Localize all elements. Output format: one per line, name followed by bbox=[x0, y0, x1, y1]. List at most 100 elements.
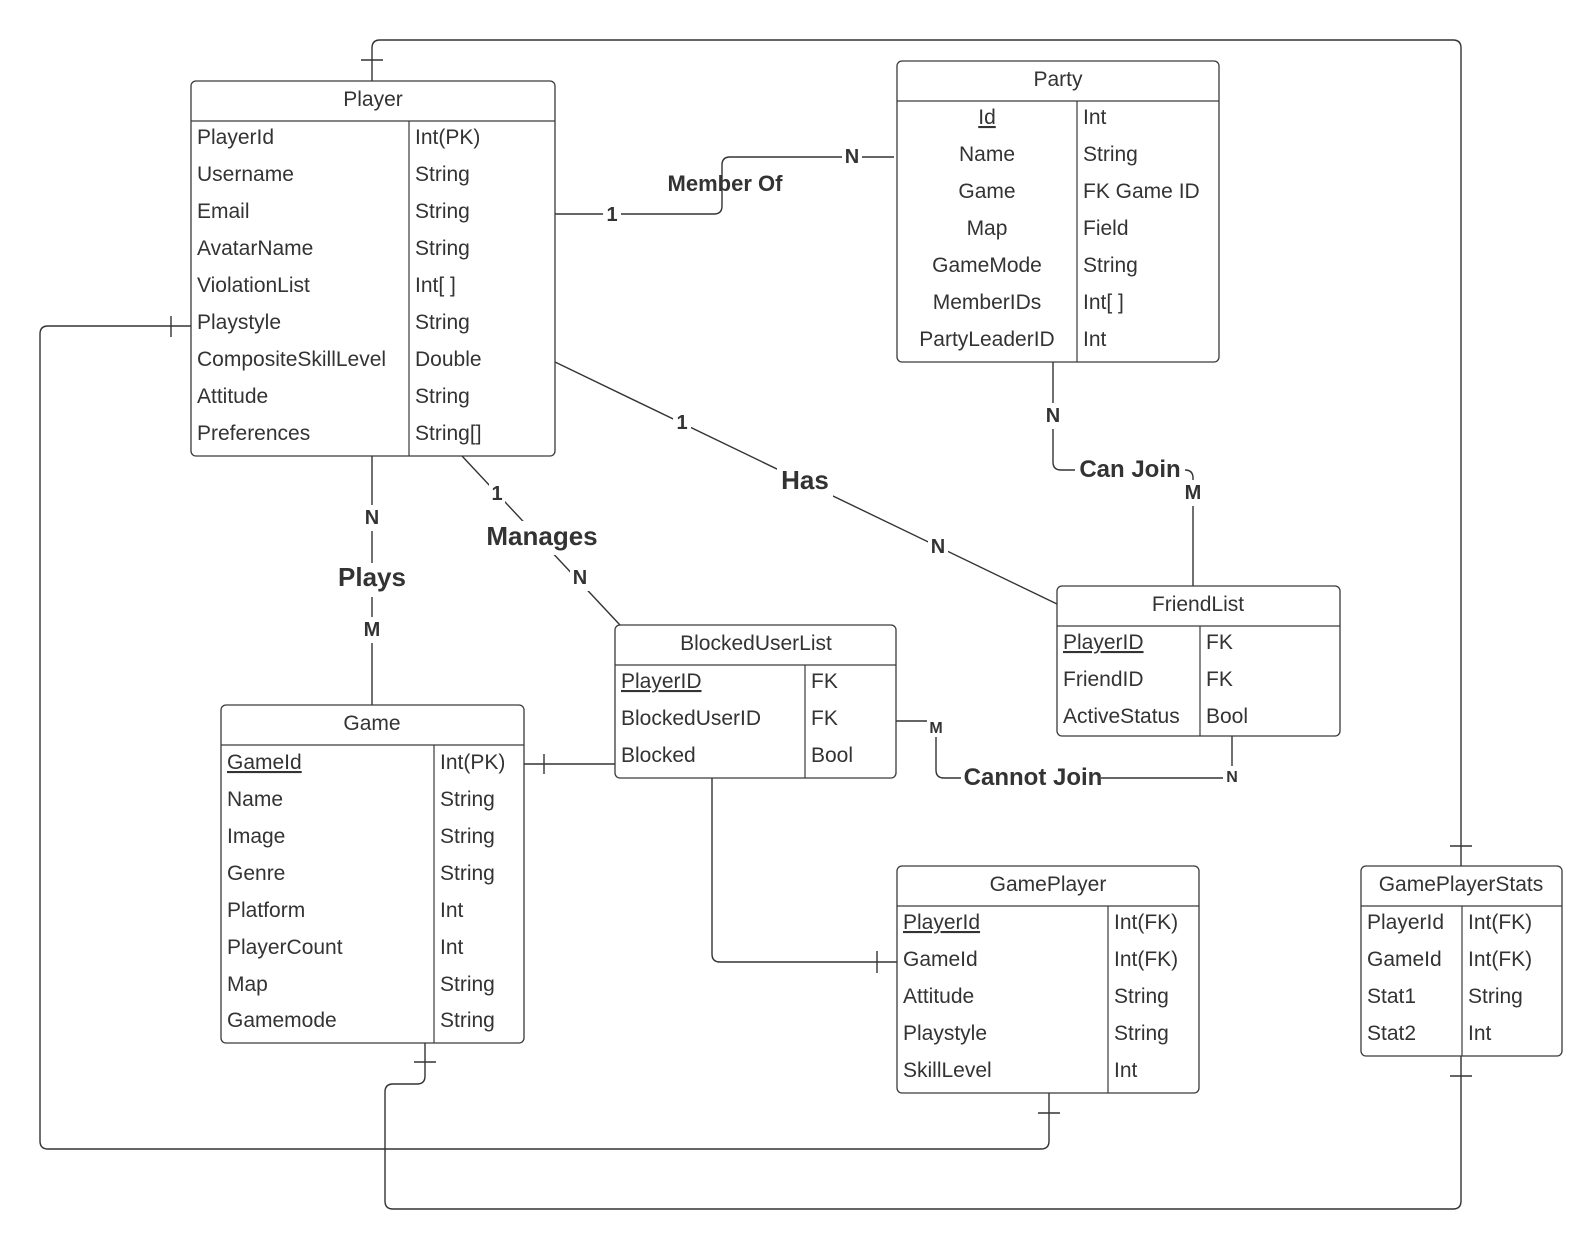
field-name: AvatarName bbox=[197, 237, 313, 260]
field-type: FK Game ID bbox=[1083, 180, 1200, 203]
relationship-labels: Member Of Has Can Join Manages Plays Can… bbox=[332, 171, 1185, 792]
field-type: Int bbox=[1083, 106, 1107, 129]
cannot-join-card-blocked: M bbox=[929, 720, 942, 737]
field-type: Int[ ] bbox=[415, 274, 456, 297]
field-name: Name bbox=[227, 788, 283, 811]
field-type: Int[ ] bbox=[1083, 291, 1124, 314]
field-name: GameId bbox=[1367, 948, 1442, 971]
field-type: Int(PK) bbox=[415, 126, 480, 149]
field-name: Name bbox=[959, 143, 1015, 166]
entity-blocked-user-list[interactable]: BlockedUserList PlayerID FK BlockedUserI… bbox=[614, 624, 897, 779]
cannot-join-label: Cannot Join bbox=[964, 764, 1103, 791]
can-join-card-friendlist: M bbox=[1185, 482, 1202, 504]
cardinalities: 1 N 1 N N M 1 N N M M N bbox=[360, 144, 1241, 786]
field-type: Int bbox=[1083, 328, 1107, 351]
field-type: Int(FK) bbox=[1468, 948, 1532, 971]
has-card-player: 1 bbox=[676, 412, 687, 434]
entity-game-player-stats-rows: PlayerId Int(FK) GameId Int(FK) Stat1 St… bbox=[1367, 911, 1532, 1045]
field-type: String bbox=[1083, 254, 1138, 277]
field-type: String bbox=[415, 200, 470, 223]
field-type: Int bbox=[440, 936, 464, 959]
plays-label: Plays bbox=[338, 562, 406, 592]
field-name: PlayerCount bbox=[227, 936, 343, 959]
field-type: String bbox=[415, 385, 470, 408]
can-join-label: Can Join bbox=[1079, 456, 1180, 483]
field-type: Int bbox=[1468, 1022, 1492, 1045]
field-type: String bbox=[440, 788, 495, 811]
field-name: PlayerID bbox=[621, 670, 702, 693]
member-of-connector bbox=[555, 156, 894, 215]
field-name: Attitude bbox=[903, 985, 974, 1008]
entity-game-player-stats[interactable]: GamePlayerStats PlayerId Int(FK) GameId … bbox=[1360, 865, 1563, 1057]
field-type: FK bbox=[811, 707, 838, 730]
field-name: ViolationList bbox=[197, 274, 310, 297]
game-stats-connector bbox=[384, 1043, 1462, 1210]
can-join-card-party: N bbox=[1046, 405, 1060, 427]
entity-party-rows: Id Int Name String Game FK Game ID Map F… bbox=[919, 106, 1199, 351]
field-type: Int(PK) bbox=[440, 751, 505, 774]
field-name: GameId bbox=[227, 751, 302, 774]
field-type: Int bbox=[1114, 1059, 1138, 1082]
field-name: Email bbox=[197, 200, 250, 223]
member-of-card-player: 1 bbox=[606, 204, 617, 226]
field-type: FK bbox=[1206, 668, 1233, 691]
entity-title: GamePlayerStats bbox=[1379, 873, 1544, 896]
field-name: MemberIDs bbox=[933, 291, 1042, 314]
field-name: ActiveStatus bbox=[1063, 705, 1180, 728]
entity-blocked-user-list-rows: PlayerID FK BlockedUserID FK Blocked Boo… bbox=[621, 670, 853, 767]
field-type: String bbox=[1114, 1022, 1169, 1045]
has-card-friendlist: N bbox=[931, 536, 945, 558]
field-type: Int(FK) bbox=[1114, 911, 1178, 934]
has-label: Has bbox=[781, 465, 829, 495]
field-type: Int(FK) bbox=[1114, 948, 1178, 971]
field-name: CompositeSkillLevel bbox=[197, 348, 386, 371]
field-name: Stat1 bbox=[1367, 985, 1416, 1008]
field-name: Genre bbox=[227, 862, 285, 885]
field-name: PartyLeaderID bbox=[919, 328, 1054, 351]
field-name: Platform bbox=[227, 899, 305, 922]
player-gameplayer-connector bbox=[39, 325, 1050, 1150]
manages-label: Manages bbox=[486, 521, 597, 551]
cannot-join-card-friendlist: N bbox=[1226, 769, 1238, 786]
field-name: GameMode bbox=[932, 254, 1042, 277]
entity-title: FriendList bbox=[1152, 593, 1244, 616]
field-name: BlockedUserID bbox=[621, 707, 761, 730]
field-type: String bbox=[415, 163, 470, 186]
field-name: Blocked bbox=[621, 744, 696, 767]
field-type: Int(FK) bbox=[1468, 911, 1532, 934]
field-type: String bbox=[1114, 985, 1169, 1008]
field-type: String bbox=[440, 1009, 495, 1032]
manages-card-player: 1 bbox=[491, 483, 502, 505]
plays-card-game: M bbox=[364, 619, 381, 641]
player-stats-connector bbox=[371, 39, 1462, 866]
field-type: String bbox=[440, 825, 495, 848]
field-name: Stat2 bbox=[1367, 1022, 1416, 1045]
field-type: String bbox=[1083, 143, 1138, 166]
field-name: FriendID bbox=[1063, 668, 1144, 691]
entity-title: GamePlayer bbox=[990, 873, 1107, 896]
entity-game[interactable]: Game GameId Int(PK) Name String Image St… bbox=[220, 704, 525, 1044]
entity-player[interactable]: Player PlayerId Int(PK) Username String … bbox=[190, 80, 556, 457]
entity-game-player[interactable]: GamePlayer PlayerId Int(FK) GameId Int(F… bbox=[896, 865, 1200, 1094]
field-type: Int bbox=[440, 899, 464, 922]
field-name: PlayerId bbox=[1367, 911, 1444, 934]
field-name: Map bbox=[227, 973, 268, 996]
entity-game-player-rows: PlayerId Int(FK) GameId Int(FK) Attitude… bbox=[903, 911, 1178, 1082]
field-type: Bool bbox=[811, 744, 853, 767]
field-type: String bbox=[1468, 985, 1523, 1008]
entity-friend-list[interactable]: FriendList PlayerID FK FriendID FK Activ… bbox=[1056, 585, 1341, 737]
field-name: Game bbox=[958, 180, 1015, 203]
field-name: Id bbox=[978, 106, 996, 129]
field-name: SkillLevel bbox=[903, 1059, 992, 1082]
entity-friend-list-rows: PlayerID FK FriendID FK ActiveStatus Boo… bbox=[1063, 631, 1248, 728]
field-name: Gamemode bbox=[227, 1009, 337, 1032]
field-name: Username bbox=[197, 163, 294, 186]
entity-game-rows: GameId Int(PK) Name String Image String … bbox=[227, 751, 505, 1032]
entity-party[interactable]: Party Id Int Name String Game FK Game ID… bbox=[896, 60, 1220, 363]
entity-title: BlockedUserList bbox=[680, 632, 832, 655]
field-type: Field bbox=[1083, 217, 1129, 240]
entity-player-rows: PlayerId Int(PK) Username String Email S… bbox=[197, 126, 482, 445]
field-type: FK bbox=[1206, 631, 1233, 654]
field-type: Double bbox=[415, 348, 482, 371]
